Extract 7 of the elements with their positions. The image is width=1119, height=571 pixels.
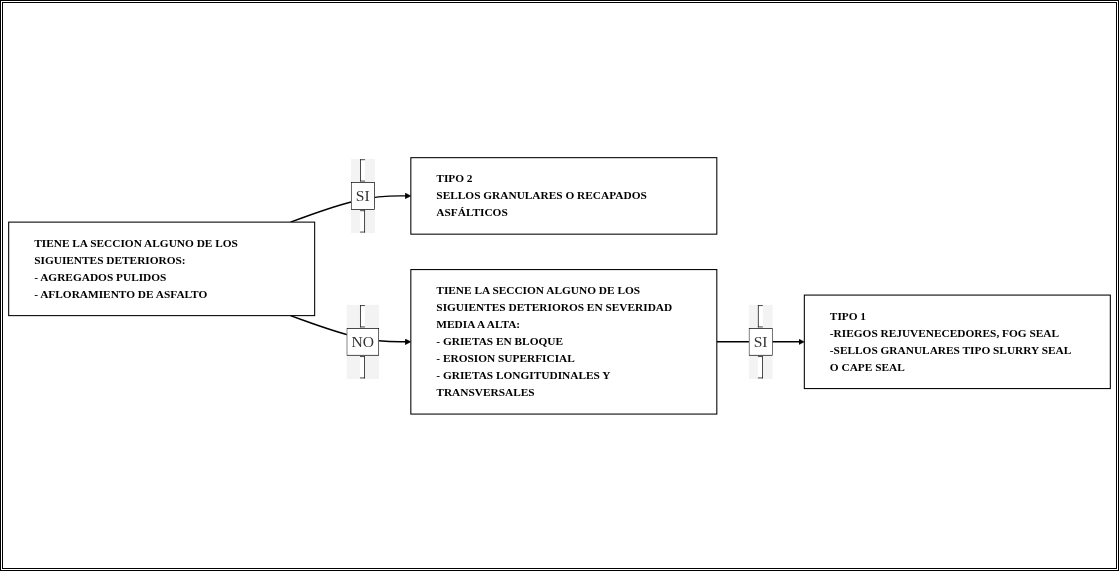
node-box: TIENE LA SECCION ALGUNO DE LOS SIGUIENTES DETERIOROS: - AGREGADOS PULIDOS - AFLORAMIENTO DE ASFALTO	[8, 221, 316, 316]
node-box: TIENE LA SECCION ALGUNO DE LOS SIGUIENTES DETERIOROS EN SEVERIDAD MEDIA A ALTA: - GRIETAS EN BLOQUE - EROSION SUPERFICIAL - GRIETAS LONGITUDINALES Y TRANSVERSALES	[410, 268, 718, 415]
edge-label: SI	[355, 186, 370, 205]
edge-label: NO	[351, 332, 374, 351]
node-box: TIPO 1 -RIEGOS REJUVENECEDORES, FOG SEAL -SELLOS GRANULARES TIPO SLURRY SEAL O CAPE SEAL	[803, 294, 1111, 389]
edge-label: SI	[753, 332, 768, 351]
node-box: TIPO 2 SELLOS GRANULARES O RECAPADOS ASFÁLTICOS	[410, 156, 718, 235]
